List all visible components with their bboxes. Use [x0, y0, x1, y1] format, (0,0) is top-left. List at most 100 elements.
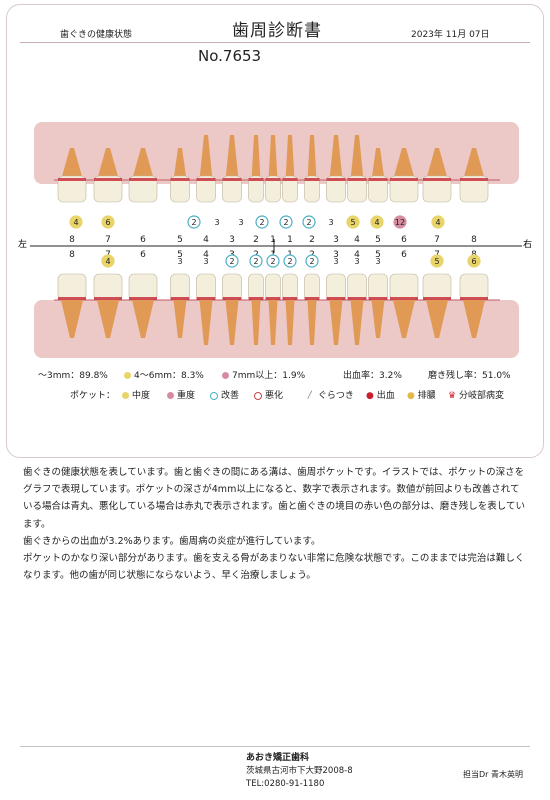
- lower-tooth: [368, 273, 388, 338]
- pocket-value: 2: [283, 218, 288, 227]
- pocket-value: 2: [191, 218, 196, 227]
- clinic-info: あおき矯正歯科 茨城県古河市下大野2008-8 TEL:0280-91-1180: [246, 752, 353, 791]
- moderate-dot-icon: [122, 392, 129, 399]
- pocket-marker: [249, 254, 263, 268]
- pocket-marker: [283, 254, 297, 268]
- upper-tooth: [196, 135, 216, 203]
- upper-tooth: [389, 148, 419, 203]
- upper-tooth-number: 5: [177, 235, 183, 245]
- stat-deep: 7mm以上：1.9%: [222, 368, 305, 381]
- upper-tooth: [265, 135, 281, 203]
- pocket-value: 3: [238, 218, 243, 227]
- pocket-marker: [101, 215, 115, 229]
- legend-moderate: 中度: [122, 388, 150, 401]
- legend-mobility: 〳 ぐらつき: [306, 391, 354, 401]
- upper-tooth-number: 7: [434, 235, 440, 245]
- improved-circle-icon: [210, 391, 218, 400]
- upper-tooth-number: 4: [354, 235, 360, 245]
- upper-tooth-number: 1: [287, 235, 293, 245]
- pocket-marker: [255, 215, 269, 229]
- side-left-label: 左: [18, 238, 27, 250]
- pocket-marker: [187, 215, 201, 229]
- lower-tooth-number: 8: [69, 250, 75, 260]
- legend-pocket-label: ポケット：: [70, 391, 116, 401]
- pocket-value: 3: [375, 257, 380, 266]
- pocket-value: 3: [328, 218, 333, 227]
- lower-tooth: [222, 273, 242, 345]
- lower-tooth: [57, 273, 87, 338]
- page-title: 歯周診断書: [232, 21, 322, 41]
- header-subtitle: 歯ぐきの健康状態: [60, 30, 133, 40]
- pocket-value: 4: [105, 257, 110, 266]
- lower-tooth: [326, 273, 346, 345]
- upper-tooth-number: 7: [105, 235, 111, 245]
- lower-tooth: [304, 273, 320, 345]
- lower-tooth: [422, 273, 452, 338]
- pus-drop-icon: ●: [407, 391, 415, 401]
- pocket-marker: [467, 254, 481, 268]
- upper-tooth: [459, 148, 489, 203]
- lower-tooth: [248, 273, 264, 345]
- legend-furcation: ♛ 分岐部病変: [448, 391, 504, 401]
- lower-tooth: [128, 273, 158, 338]
- lower-tooth: [459, 273, 489, 338]
- worse-circle-icon: [254, 391, 262, 400]
- clinic-name: あおき矯正歯科: [246, 753, 310, 763]
- pocket-value: 3: [354, 257, 359, 266]
- legend-bleeding: ● 出血: [366, 391, 395, 401]
- lower-tooth-number: 4: [203, 250, 209, 260]
- upper-tooth-number: 3: [333, 235, 339, 245]
- footer-divider: [20, 746, 530, 747]
- mobility-icon: 〳: [306, 391, 316, 401]
- lower-tooth: [196, 273, 216, 345]
- upper-tooth: [57, 148, 87, 203]
- pocket-marker: [101, 254, 115, 268]
- record-number: No.7653: [198, 47, 262, 65]
- upper-tooth-number: 5: [375, 235, 381, 245]
- moderate-dot-icon: [124, 372, 131, 379]
- lower-tooth: [265, 273, 281, 345]
- lower-tooth: [93, 273, 123, 338]
- pocket-value: 2: [253, 257, 258, 266]
- legend-severe: 重度: [167, 388, 195, 401]
- upper-tooth: [222, 135, 242, 203]
- upper-tooth-number: 4: [203, 235, 209, 245]
- pocket-value: 2: [306, 218, 311, 227]
- crown-icon: ♛: [448, 391, 457, 401]
- pocket-marker: [346, 215, 360, 229]
- upper-tooth-number: 6: [401, 235, 407, 245]
- description: 歯ぐきの健康状態を表しています。歯と歯ぐきの間にある溝は、歯周ポケットです。イラ…: [23, 464, 528, 584]
- pocket-value: 3: [214, 218, 219, 227]
- pocket-value: 3: [203, 257, 208, 266]
- pocket-marker: [279, 215, 293, 229]
- upper-tooth: [304, 135, 320, 203]
- severe-dot-icon: [222, 372, 229, 379]
- chart-frame: [6, 4, 544, 458]
- pocket-value: 2: [229, 257, 234, 266]
- lower-tooth: [347, 273, 367, 345]
- pocket-value: 4: [73, 218, 78, 227]
- upper-tooth: [422, 148, 452, 203]
- pocket-marker: [393, 215, 407, 229]
- upper-teeth: [57, 135, 489, 203]
- lower-tooth-number: 6: [401, 250, 407, 260]
- pocket-value: 2: [270, 257, 275, 266]
- upper-tooth: [326, 135, 346, 203]
- upper-tooth-number: 2: [309, 235, 315, 245]
- lower-tooth-number: 5: [375, 250, 381, 260]
- lower-teeth: [57, 273, 489, 345]
- stat-plaque-rate: 磨き残し率：51.0%: [428, 371, 511, 381]
- legend-improved: 改善: [210, 388, 239, 401]
- lower-tooth: [170, 273, 190, 338]
- pocket-value: 2: [287, 257, 292, 266]
- pocket-marker: [225, 254, 239, 268]
- upper-tooth: [170, 148, 190, 203]
- report-date: 2023年 11月 07日: [411, 30, 490, 40]
- doctor-name: 担当Dr 青木英明: [463, 770, 523, 779]
- description-paragraph-3: ポケットのかなり深い部分があります。歯を支える骨があまりない非常に危険な状態です…: [23, 553, 525, 582]
- pocket-value: 4: [435, 218, 440, 227]
